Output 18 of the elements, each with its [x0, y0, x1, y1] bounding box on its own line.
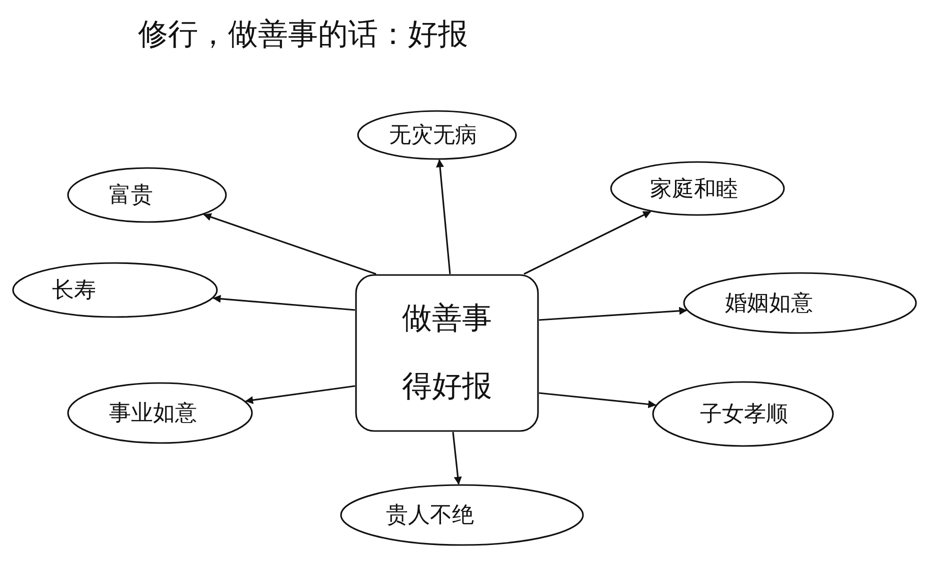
arrow [524, 210, 652, 275]
arrow [212, 294, 356, 311]
arrow [452, 432, 462, 485]
arrow [436, 159, 451, 274]
ellipse-node: 子女孝顺 [652, 381, 834, 447]
rounded-box: 做善事得好报 [355, 274, 539, 432]
ellipse-node: 事业如意 [67, 382, 253, 444]
arrow [203, 213, 376, 275]
ellipse-node: 贵人不绝 [340, 484, 584, 546]
ellipse-node: 家庭和睦 [610, 161, 785, 216]
arrow [538, 392, 656, 408]
ellipse-node: 长寿 [12, 262, 218, 318]
ellipse-node: 富贵 [67, 167, 227, 223]
title: 修行，做善事的话：好报 [138, 16, 468, 54]
arrow [538, 306, 688, 321]
ellipse-node: 婚姻如意 [683, 272, 917, 334]
arrow [245, 385, 356, 404]
ellipse-node: 无灾无病 [357, 110, 517, 160]
